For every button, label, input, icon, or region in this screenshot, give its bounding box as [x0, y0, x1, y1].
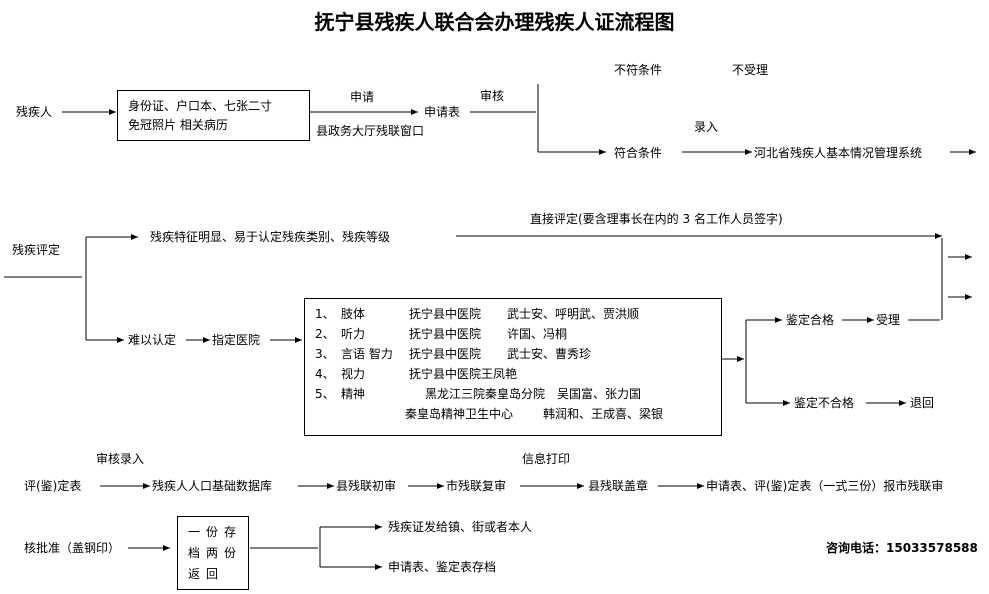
- hospital-row-hospital: 抚宁县中医院: [409, 307, 482, 321]
- hospital-row-type: 肢体: [341, 307, 366, 321]
- hospital-row-hospital: 抚宁县中医院: [409, 327, 482, 341]
- contact-label: 咨询电话：: [826, 541, 887, 555]
- hospital-row-doctors: 武士安、曹秀珍: [507, 347, 592, 361]
- report-label: 申请表、评(鉴)定表（一式三份）报市残联审: [706, 479, 944, 493]
- accept-label: 受理: [876, 313, 901, 327]
- archive-label: 申请表、鉴定表存档: [388, 560, 497, 574]
- pass-label: 鉴定合格: [786, 313, 835, 327]
- window-label: 县政务大厅残联窗口: [316, 124, 425, 138]
- hospital-row-hospital: 抚宁县中医院: [409, 347, 482, 361]
- print-label: 信息打印: [522, 452, 571, 466]
- city-review-label: 市残联复审: [446, 479, 507, 493]
- hospital-row-hospital: 黑龙江三院秦皇岛分院: [425, 387, 546, 401]
- hospital-row: 3、言语 智力 抚宁县中医院 武士安、曹秀珍: [305, 347, 721, 363]
- hospital-row-type: 视力: [341, 367, 366, 381]
- return-label: 退回: [910, 396, 935, 410]
- contact-phone: 15033578588: [886, 541, 978, 555]
- eligible-label: 符合条件: [614, 146, 663, 160]
- hospital-row-doctors: 吴国富、张力国: [557, 387, 642, 401]
- hospital-row-number: 4、: [315, 367, 335, 381]
- apply-label: 申请: [350, 90, 375, 104]
- form-table-label: 评(鉴)定表: [24, 479, 82, 493]
- issue-label: 残疾证发给镇、街或者本人: [388, 520, 533, 534]
- copies-line-2: 档两份: [188, 546, 243, 560]
- hospital-row-number: 5、: [315, 387, 335, 401]
- direct-assessment-label: 直接评定(要含理事长在内的 3 名工作人员签字): [530, 212, 783, 226]
- review-entry-label: 审核录入: [96, 452, 145, 466]
- not-eligible-label: 不符条件: [614, 63, 663, 77]
- page-title: 抚宁县残疾人联合会办理残疾人证流程图: [314, 10, 675, 34]
- hospital-row: 秦皇岛精神卫生中心 韩润和、王成喜、梁银: [305, 407, 721, 423]
- hospital-row-doctors: 许国、冯桐: [507, 327, 568, 341]
- database-label: 残疾人人口基础数据库: [152, 479, 273, 493]
- fail-label: 鉴定不合格: [794, 396, 855, 410]
- entry-label: 录入: [694, 120, 719, 134]
- assessment-label: 残疾评定: [12, 243, 61, 257]
- copies-line-3: 返回: [188, 567, 225, 581]
- hospital-row: 4、视力 抚宁县中医院王凤艳: [305, 367, 721, 383]
- not-accepted-label: 不受理: [732, 63, 769, 77]
- hospital-row-type: 听力: [341, 327, 366, 341]
- hospital-row-number: 2、: [315, 327, 335, 341]
- documents-box: 身份证、户口本、七张二寸 免冠照片 相关病历: [117, 90, 310, 141]
- applicant-label: 残疾人: [16, 105, 53, 119]
- stamp-label: 县残联盖章: [588, 479, 649, 493]
- review-label: 审核: [480, 89, 505, 103]
- obvious-label: 残疾特征明显、易于认定残疾类别、残疾等级: [150, 230, 391, 244]
- hospital-row: 5、精神 黑龙江三院秦皇岛分院吴国富、张力国: [305, 387, 721, 403]
- designated-hospital-label: 指定医院: [212, 333, 261, 347]
- county-review-label: 县残联初审: [336, 479, 397, 493]
- hospital-row-number: 1、: [315, 307, 335, 321]
- copies-box: 一份存 档两份 返回: [177, 516, 249, 590]
- hospital-row-number: 3、: [315, 347, 335, 361]
- system-label: 河北省残疾人基本情况管理系统: [754, 146, 923, 160]
- documents-line-1: 身份证、户口本、七张二寸: [128, 99, 273, 113]
- documents-line-2: 免冠照片 相关病历: [128, 118, 228, 132]
- difficult-label: 难以认定: [128, 333, 177, 347]
- hospital-row-type: 精神: [341, 387, 366, 401]
- contact-info: 咨询电话：15033578588: [826, 541, 978, 555]
- hospital-row-hospital: 抚宁县中医院王凤艳: [409, 367, 518, 381]
- approve-label: 核批准（盖钢印）: [24, 541, 121, 555]
- hospital-row-type: 言语 智力: [341, 347, 393, 361]
- hospital-row: 2、听力 抚宁县中医院 许国、冯桐: [305, 327, 721, 343]
- hospital-row-doctors: 武士安、呼明武、贾洪顺: [507, 307, 640, 321]
- hospital-row-hospital: 秦皇岛精神卫生中心: [405, 407, 514, 421]
- hospital-row: 1、肢体 抚宁县中医院 武士安、呼明武、贾洪顺: [305, 307, 721, 323]
- copies-line-1: 一份存: [188, 525, 243, 539]
- hospital-row-doctors: 韩润和、王成喜、梁银: [543, 407, 664, 421]
- form-label: 申请表: [424, 105, 461, 119]
